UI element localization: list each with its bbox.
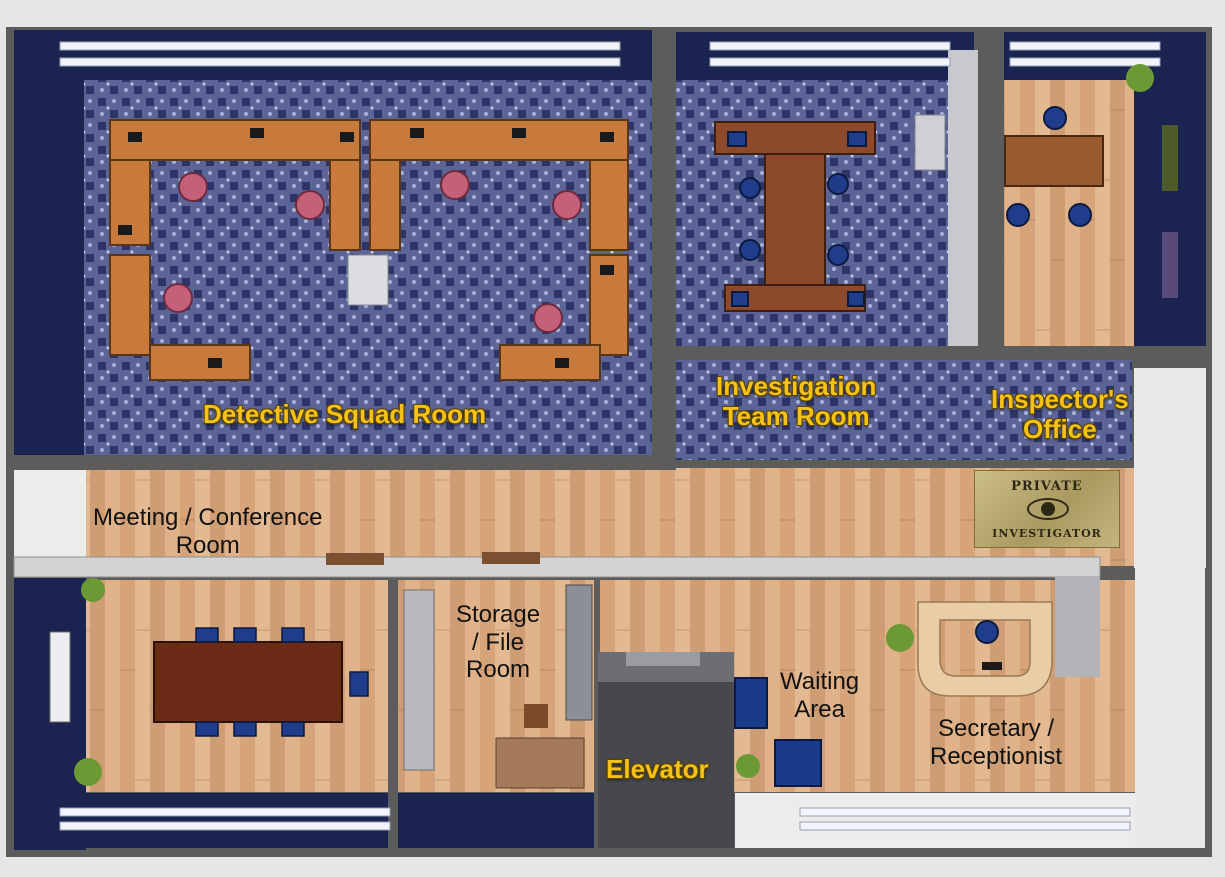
reception-bottom-wall (735, 793, 1135, 848)
whiteboard (49, 631, 71, 723)
window-wall (396, 793, 594, 848)
interior-wall (14, 455, 676, 470)
artwork (1162, 232, 1178, 298)
detective-monitors (118, 128, 614, 368)
private-investigator-sign: PRIVATE INVESTIGATOR (974, 470, 1120, 548)
corridor-left-wall (14, 468, 86, 566)
interior-wall (388, 578, 398, 848)
divider-ledge (13, 556, 1101, 578)
interior-wall (676, 346, 1206, 360)
reception-monitor (982, 662, 1002, 670)
interior-wall (652, 30, 676, 470)
plant-icon (74, 758, 102, 786)
divider-short (1055, 577, 1100, 677)
ledge-hole (326, 553, 384, 565)
inspector-desk (1004, 135, 1104, 187)
inspector-chairs (1006, 106, 1092, 227)
eye-icon (1027, 498, 1069, 520)
storage-shelves (565, 584, 593, 721)
storage-chair (524, 704, 548, 728)
artwork (1162, 125, 1178, 191)
ledge-hole (482, 552, 540, 564)
hall-carpet (662, 358, 1132, 460)
detective-desks (109, 119, 629, 381)
investigation-room-side-wall (948, 50, 978, 346)
window-beams (59, 41, 1161, 831)
window-wall (14, 30, 84, 455)
investigation-cabinet (914, 114, 946, 171)
conference-chairs (195, 627, 369, 737)
sign-line-bottom: INVESTIGATOR (992, 527, 1102, 540)
detective-chairs (163, 170, 582, 333)
interior-wall (594, 578, 600, 848)
elevator-light (626, 652, 700, 666)
reception-right-wall (1135, 568, 1205, 848)
corridor-right-wall (1134, 368, 1206, 568)
reception-desk (917, 601, 1053, 697)
plant-icon (886, 624, 914, 652)
plant-icon (81, 578, 105, 602)
corridor-floor (14, 468, 1134, 566)
waiting-chairs (734, 677, 822, 787)
elevator-shaft (598, 652, 734, 848)
window-wall (14, 30, 654, 80)
storage-counter (495, 737, 585, 789)
conference-table (153, 641, 343, 723)
investigation-chairs (727, 131, 867, 307)
squad-file-cabinet (347, 254, 389, 306)
storage-shelves (403, 589, 435, 771)
window-wall (14, 793, 390, 848)
reception-chair (975, 620, 999, 644)
sign-line-top: PRIVATE (1011, 479, 1083, 494)
window-wall (676, 32, 974, 80)
plant-icon (736, 754, 760, 778)
plant-icon (1126, 64, 1154, 92)
interior-wall (978, 30, 1004, 350)
